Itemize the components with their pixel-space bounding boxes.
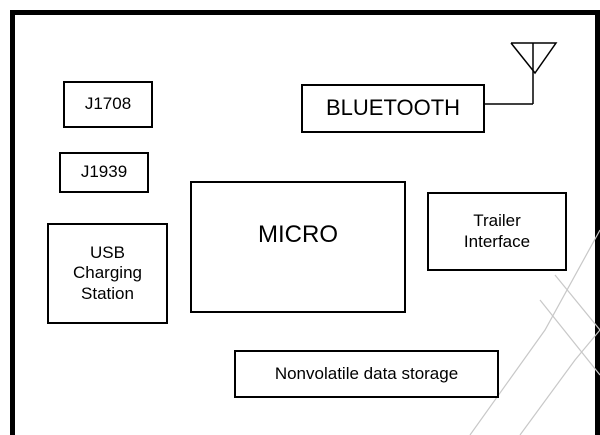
j1708-block: J1708 [63, 81, 153, 128]
nonvolatile-storage-block: Nonvolatile data storage [234, 350, 499, 398]
j1939-label: J1939 [80, 162, 128, 182]
usb-charging-block: USB Charging Station [47, 223, 168, 324]
trailer-interface-block: Trailer Interface [427, 192, 567, 271]
bluetooth-label: BLUETOOTH [325, 95, 461, 121]
antenna-icon [485, 42, 558, 105]
micro-label: MICRO [258, 221, 338, 248]
trailer-interface-label: Trailer Interface [463, 211, 531, 251]
micro-block: MICRO [190, 181, 406, 313]
nonvolatile-storage-label: Nonvolatile data storage [274, 363, 459, 383]
j1939-block: J1939 [59, 152, 149, 193]
diagram-frame [10, 10, 600, 435]
bluetooth-block: BLUETOOTH [301, 84, 485, 133]
j1708-label: J1708 [84, 94, 132, 114]
watermark [469, 229, 600, 435]
usb-charging-label: USB Charging Station [73, 242, 142, 303]
